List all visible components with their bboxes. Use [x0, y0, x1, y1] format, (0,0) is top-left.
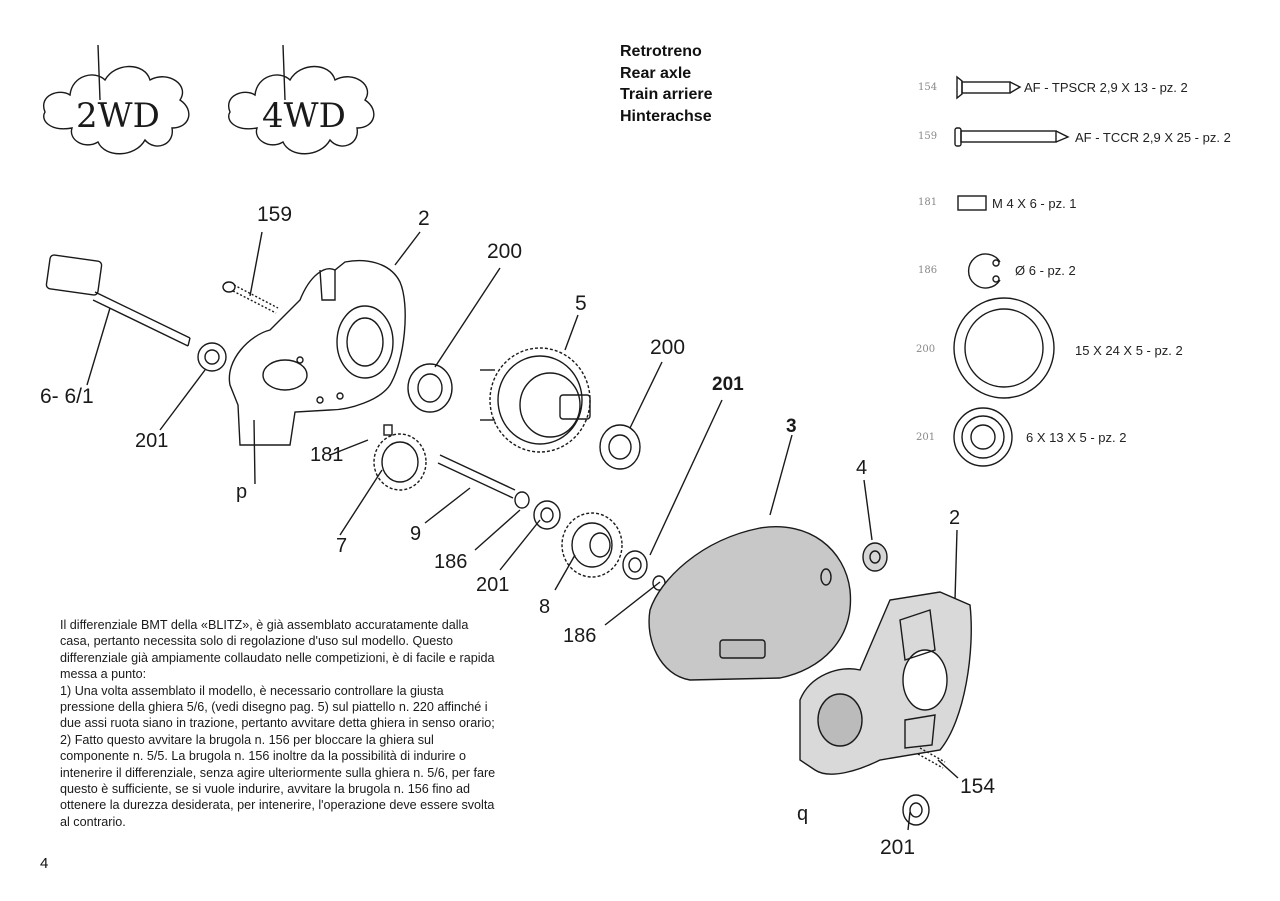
callout-label: 4 — [856, 457, 868, 479]
bearing-200-lower-part — [599, 424, 641, 470]
description-step-2: 2) Fatto questo avvitare la brugola n. 1… — [60, 732, 496, 829]
badge-4wd-icon — [227, 44, 375, 155]
part-number: 154 — [918, 82, 938, 93]
callout-label: 181 — [310, 444, 344, 466]
bearing-201-middle-part — [533, 500, 561, 530]
drive-shaft-part — [45, 254, 191, 347]
callout-label: 9 — [410, 523, 422, 545]
callout-label: 8 — [539, 596, 551, 618]
title-en: Rear axle — [620, 64, 692, 82]
long-screw-icon — [954, 127, 1070, 147]
callout-label: p — [236, 481, 248, 503]
left-housing-part — [228, 259, 406, 446]
badge-2wd-icon — [42, 44, 190, 155]
title-fr: Train arriere — [620, 86, 713, 103]
part-number: 181 — [918, 197, 938, 208]
callout-label: 3 — [786, 416, 797, 437]
page-number: 4 — [40, 855, 49, 872]
description-text: Il differenziale BMT della «BLITZ», è gi… — [60, 617, 500, 830]
callout-label: 201 — [476, 574, 510, 596]
callout-label: 186 — [563, 625, 597, 647]
cover-3-part — [648, 526, 852, 681]
callout-label: 154 — [960, 775, 996, 798]
part-label: AF - TCCR 2,9 X 25 - pz. 2 — [1075, 130, 1231, 145]
grub-screw-icon — [957, 195, 987, 211]
part-label: 6 X 13 X 5 - pz. 2 — [1026, 430, 1127, 445]
short-screw-icon — [956, 75, 1022, 100]
callout-label: 7 — [336, 535, 348, 557]
description-step-1: 1) Una volta assemblato il modello, è ne… — [60, 683, 495, 731]
callout-label: 200 — [487, 240, 523, 263]
part-number: 186 — [918, 265, 938, 276]
callout-label: 200 — [650, 336, 686, 359]
badge-2wd-label: 2WD — [76, 96, 160, 136]
right-housing-part — [799, 591, 972, 775]
callout-label: 201 — [880, 836, 916, 859]
callout-label: 186 — [434, 551, 468, 573]
part-label: Ø 6 - pz. 2 — [1015, 263, 1076, 278]
spur-gear-5-part — [480, 347, 591, 453]
pinion-7-part — [373, 424, 427, 491]
circlip-icon — [967, 253, 1001, 289]
part-number: 159 — [918, 131, 938, 142]
callout-label: 2 — [949, 507, 961, 529]
callout-label: 2 — [418, 207, 430, 230]
part-number: 200 — [916, 344, 936, 355]
screw-159-part — [222, 281, 279, 314]
part-label: M 4 X 6 - pz. 1 — [992, 196, 1077, 211]
callout-label: 159 — [257, 203, 293, 226]
callout-label: q — [797, 803, 809, 825]
part-label: 15 X 24 X 5 - pz. 2 — [1075, 343, 1183, 358]
large-bearing-icon — [953, 297, 1055, 399]
part-number: 201 — [916, 432, 936, 443]
part-label: AF - TPSCR 2,9 X 13 - pz. 2 — [1024, 80, 1188, 95]
callout-label: 5 — [575, 292, 587, 315]
title-it: Retrotreno — [620, 43, 702, 60]
callout-label: 201 — [135, 430, 169, 452]
title-de: Hinterachse — [620, 107, 712, 125]
callout-label: 6- 6/1 — [40, 385, 94, 408]
badge-4wd-label: 4WD — [262, 96, 346, 136]
bearing-200-upper-part — [407, 363, 453, 413]
bearing-201-left-part — [197, 342, 227, 372]
title-block: Retrotreno Rear axle Train arriere Hinte… — [620, 41, 713, 127]
callout-label: 201 — [712, 374, 744, 395]
shaft-9-part — [437, 454, 516, 499]
description-intro: Il differenziale BMT della «BLITZ», è gi… — [60, 618, 495, 682]
gear-8-part — [561, 512, 623, 578]
small-bearing-icon — [953, 407, 1013, 467]
